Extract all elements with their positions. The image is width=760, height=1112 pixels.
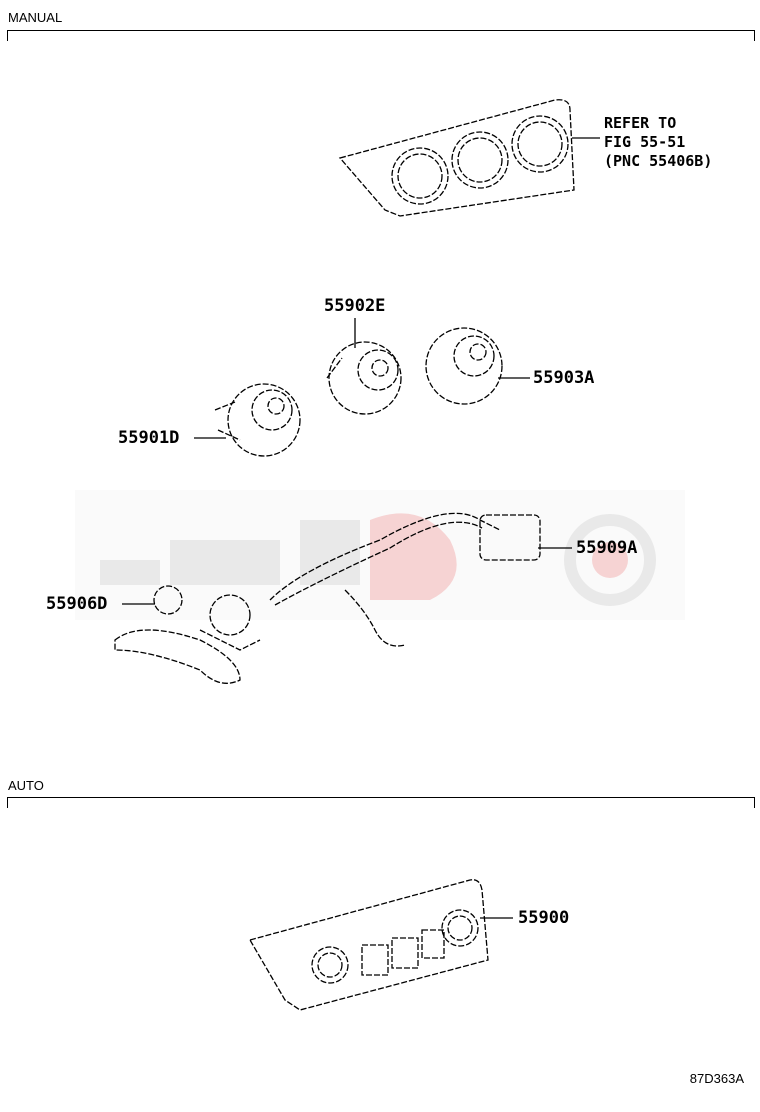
section-label-manual: MANUAL xyxy=(8,10,63,25)
section-divider-auto xyxy=(7,797,755,808)
reference-note: REFER TO FIG 55-51 (PNC 55406B) xyxy=(604,114,712,171)
part-number-55906d[interactable]: 55906D xyxy=(46,594,108,614)
knob-55903a-drawing xyxy=(425,327,503,405)
leader-lines xyxy=(122,137,600,919)
manual-bezel-drawing xyxy=(338,99,575,217)
part-number-55901d[interactable]: 55901D xyxy=(118,428,180,448)
reference-line-3: (PNC 55406B) xyxy=(604,152,713,170)
watermark-logo xyxy=(75,490,685,620)
illustration-code: 87D363A xyxy=(689,1071,744,1086)
auto-control-panel-drawing xyxy=(249,879,489,1011)
section-label-auto: AUTO xyxy=(8,778,44,793)
part-number-55909a[interactable]: 55909A xyxy=(576,538,638,558)
knob-55901d-drawing xyxy=(214,383,301,457)
cable-55906d-drawing xyxy=(114,585,261,684)
reference-line-2: FIG 55-51 xyxy=(604,133,686,151)
part-number-55902e[interactable]: 55902E xyxy=(324,296,386,316)
knob-55902e-drawing xyxy=(326,341,402,415)
cable-55909a-drawing xyxy=(269,512,541,647)
part-number-55903a[interactable]: 55903A xyxy=(533,368,595,388)
reference-line-1: REFER TO xyxy=(604,114,677,132)
section-divider-manual xyxy=(7,30,755,41)
part-number-55900[interactable]: 55900 xyxy=(518,908,570,928)
